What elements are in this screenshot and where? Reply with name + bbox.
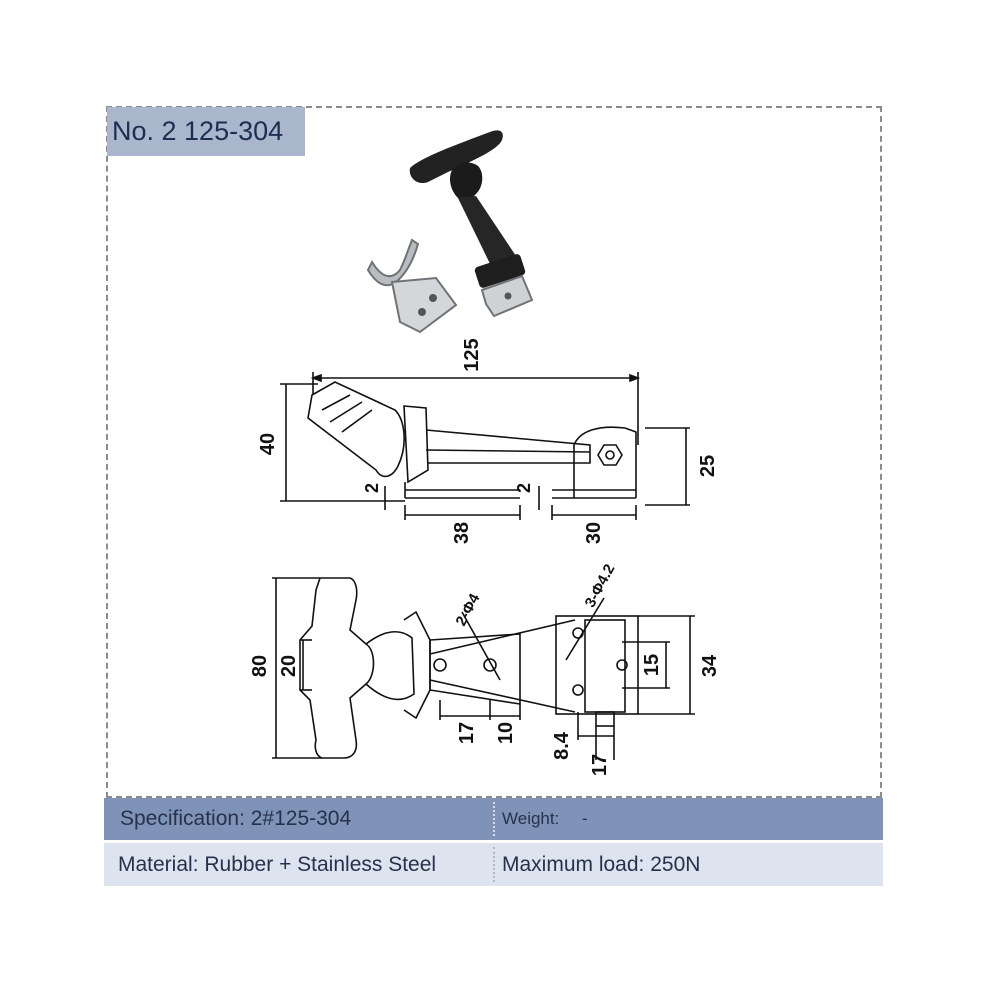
specification-row: Specification: 2#125-304 Weight: - (104, 798, 883, 840)
dim-side-base-length: 30 (583, 522, 605, 544)
weight-value: - (582, 809, 588, 828)
product-photo (366, 130, 534, 334)
side-view (280, 372, 690, 520)
row-divider (493, 802, 495, 836)
dim-side-height: 40 (257, 433, 279, 455)
weight-label: Weight: (502, 809, 560, 828)
dim-top-base-width: 34 (699, 654, 721, 677)
dim-side-plate-thickness-right: 2 (514, 483, 534, 493)
top-view (272, 577, 695, 760)
dim-side-plate-thickness-left: 2 (362, 483, 382, 493)
dim-top-base-offset: 8.4 (551, 731, 573, 760)
dim-top-hole-spacing: 15 (641, 654, 663, 676)
material-text: Material: Rubber + Stainless Steel (118, 852, 437, 876)
dim-side-keeper-length: 38 (451, 522, 473, 544)
dim-top-holes-small: 2-Φ4 (453, 590, 484, 629)
t-handle-photo (409, 130, 534, 318)
keeper-clip-photo (366, 238, 458, 334)
dashed-frame (106, 106, 882, 798)
max-load-text: Maximum load: 250N (502, 852, 701, 876)
dim-top-keeper-offset: 17 (456, 722, 478, 744)
dim-top-keeper-hole: 10 (495, 722, 517, 744)
row-divider (493, 847, 495, 882)
dim-top-base-depth: 17 (589, 754, 611, 776)
specification-text: Specification: 2#125-304 (120, 807, 352, 830)
dim-side-bracket-height: 25 (697, 455, 719, 477)
dim-side-overall-length: 125 (461, 338, 483, 371)
dim-top-holes-large: 3-Φ4.2 (582, 561, 619, 610)
model-title-badge: No. 2 125-304 (107, 107, 305, 156)
material-row: Material: Rubber + Stainless Steel Maxim… (104, 843, 883, 886)
dim-top-handle-grip: 20 (278, 655, 300, 677)
dim-top-handle-width: 80 (249, 655, 271, 677)
